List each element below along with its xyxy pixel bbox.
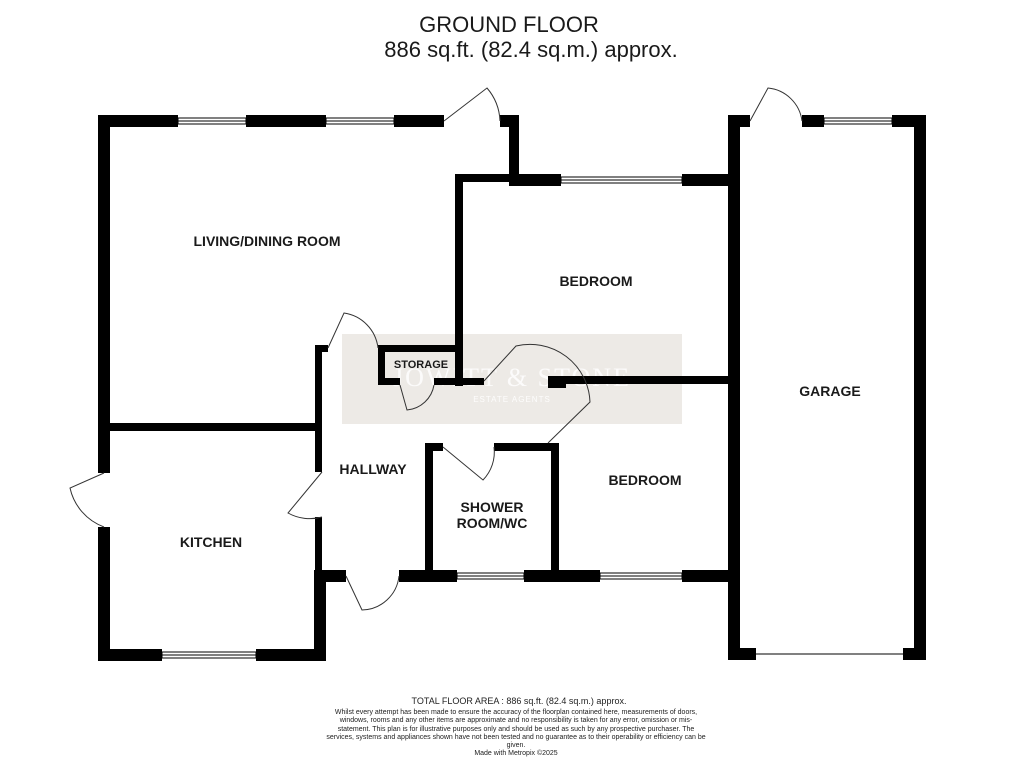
window-bedroom-bottom — [599, 572, 683, 580]
watermark-sub: ESTATE AGENTS — [473, 395, 551, 404]
window-living-1 — [177, 117, 247, 125]
label-bedroom-1: BEDROOM — [559, 273, 632, 289]
door-bedroom — [483, 343, 591, 444]
door-living-external — [443, 87, 501, 122]
window-living-2 — [325, 117, 395, 125]
label-shower-line1: SHOWER — [461, 499, 524, 515]
window-bedroom-top — [560, 176, 683, 184]
walls — [98, 115, 926, 661]
label-storage: STORAGE — [394, 359, 448, 371]
window-kitchen — [161, 651, 257, 659]
door-garage — [749, 87, 803, 122]
floor-title: GROUND FLOOR — [419, 12, 599, 37]
door-shower — [442, 446, 495, 481]
label-garage: GARAGE — [799, 383, 860, 399]
windows — [161, 117, 903, 659]
label-hallway: HALLWAY — [339, 461, 407, 477]
door-storage — [399, 384, 435, 411]
label-living-dining: LIVING/DINING ROOM — [194, 233, 341, 249]
floor-area: 886 sq.ft. (82.4 sq.m.) approx. — [384, 37, 678, 62]
doors — [69, 87, 803, 611]
made-with: Made with Metropix ©2025 — [474, 750, 558, 758]
window-garage-top — [823, 117, 893, 125]
total-floor-area: TOTAL FLOOR AREA : 886 sq.ft. (82.4 sq.m… — [411, 696, 627, 706]
window-shower — [456, 572, 525, 580]
door-front — [345, 575, 400, 611]
label-kitchen: KITCHEN — [180, 534, 242, 550]
door-kitchen-external — [69, 472, 105, 528]
label-bedroom-2: BEDROOM — [608, 472, 681, 488]
door-living-hall — [327, 312, 379, 349]
door-kitchen-hall — [287, 471, 323, 520]
label-shower-line2: ROOM/WC — [457, 515, 528, 531]
disclaimer-text: Whilst every attempt has been made to en… — [326, 709, 706, 750]
disclaimer-block: Whilst every attempt has been made to en… — [326, 709, 706, 759]
